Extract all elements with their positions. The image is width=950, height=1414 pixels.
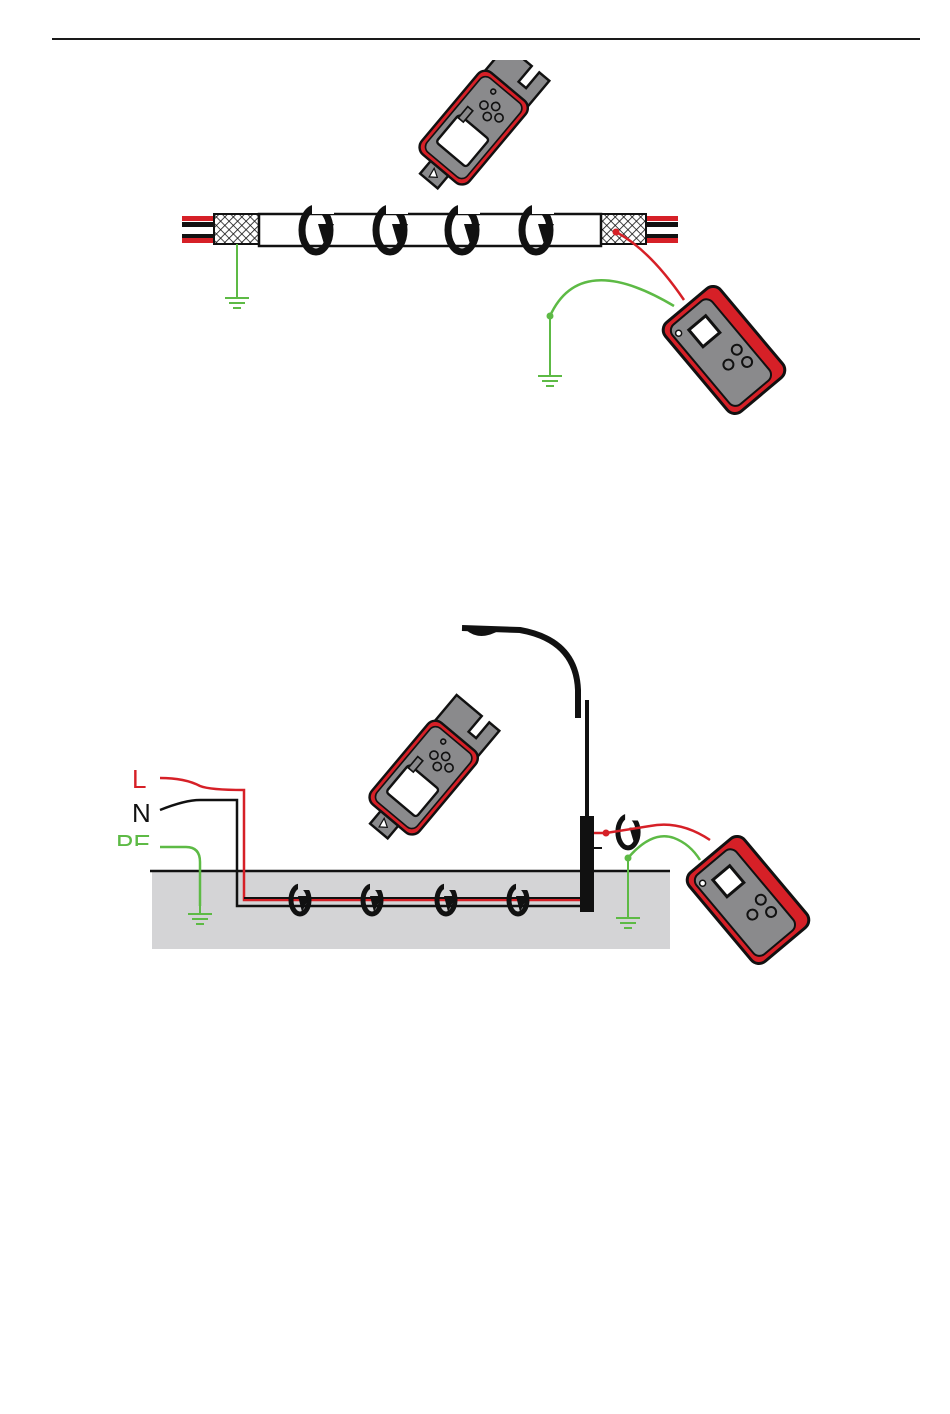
figure-cable-locating: [0, 60, 950, 420]
transmitter-device-icon: [683, 832, 813, 967]
clamp-meter-icon: [405, 60, 552, 201]
figure-street-lamp-cable: L N PE: [0, 600, 950, 980]
cable-shield-right: [600, 214, 646, 244]
cable-wires-right: [644, 216, 678, 243]
cable-shield-left: [214, 214, 260, 244]
transmitter-device-icon: [659, 282, 789, 417]
ground-symbol-icon: [225, 288, 249, 308]
header-rule: [52, 38, 920, 40]
label-n: N: [132, 798, 151, 828]
street-lamp-icon: [462, 628, 602, 912]
label-l: L: [132, 764, 146, 794]
green-ground-lead: [550, 280, 674, 316]
clamp-meter-icon: [355, 693, 502, 851]
ground-symbol-icon: [538, 366, 562, 386]
cable-wires-left: [182, 216, 218, 243]
